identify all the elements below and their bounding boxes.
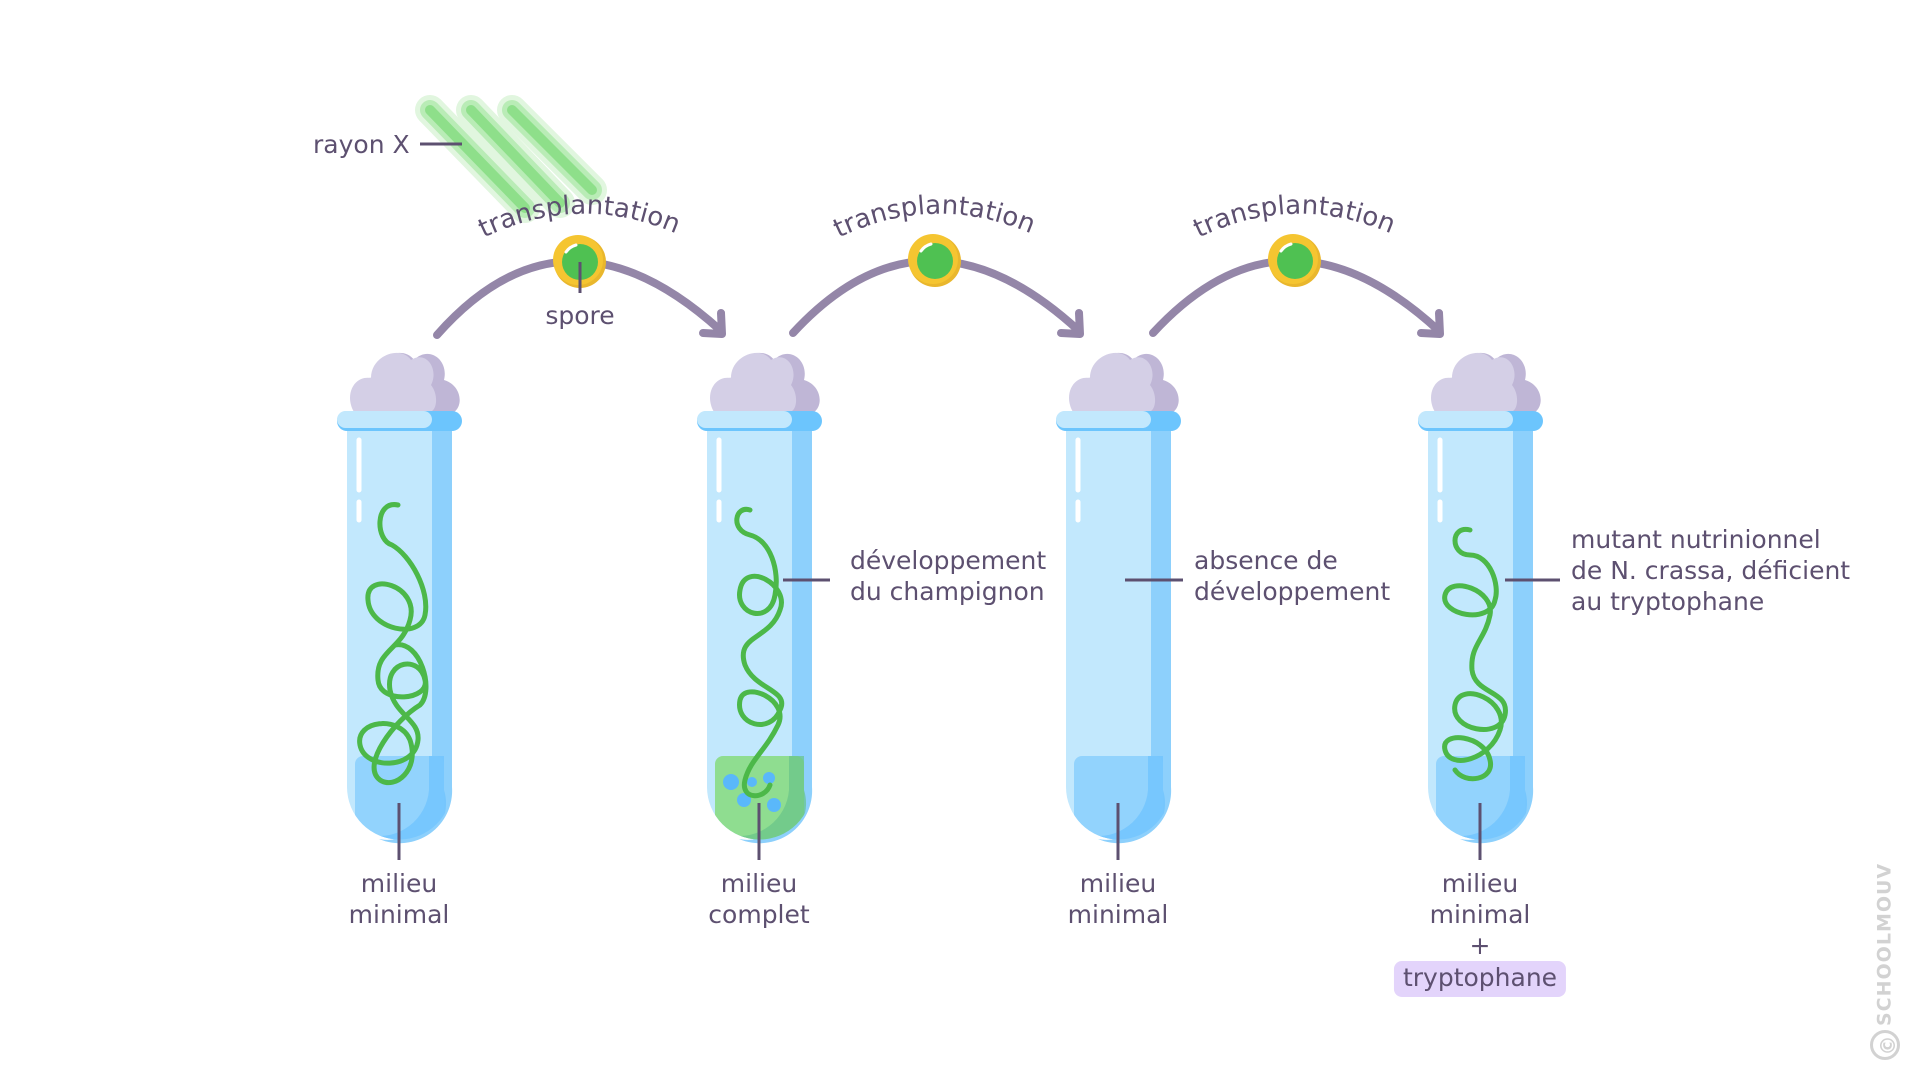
xray-beam <box>456 95 575 218</box>
cotton-plug-icon <box>1069 352 1179 412</box>
development-label-line: du champignon <box>850 577 1045 606</box>
medium-label-line: minimal <box>1067 900 1169 929</box>
tube-rim-highlight <box>337 411 432 428</box>
copyright-icon: © <box>1870 1030 1900 1060</box>
test-tubes <box>337 352 1543 844</box>
medium-label-tube-3: milieu minimal <box>1068 868 1169 930</box>
mutant-label-line: de N. crassa, déficient <box>1571 556 1851 585</box>
mutant-label-line: au tryptophane <box>1571 587 1765 616</box>
tryptophane-badge: tryptophane <box>1393 961 1567 997</box>
tube-shade <box>379 425 453 844</box>
fungus-filament <box>357 502 429 786</box>
nutrient-bubble <box>767 798 781 812</box>
medium-label-line: minimal <box>1429 900 1531 929</box>
xray-beams <box>415 95 607 223</box>
spore-icon <box>1268 234 1321 287</box>
absence-label: absence de développement <box>1194 545 1390 607</box>
medium-label-tube-2: milieu complet <box>708 868 809 930</box>
test-tube-1 <box>337 352 462 844</box>
medium-label-line: milieu <box>360 869 438 898</box>
absence-label-line: développement <box>1194 577 1391 606</box>
medium-label-line: milieu <box>720 869 798 898</box>
nutrient-bubble <box>737 793 751 807</box>
cotton-plug-icon <box>710 352 820 412</box>
absence-label-line: absence de <box>1194 546 1338 575</box>
xray-beam <box>415 95 540 223</box>
mutant-label-line: mutant nutrinionnel <box>1571 525 1821 554</box>
medium-label-line: complet <box>708 900 810 929</box>
test-tube-3 <box>1056 352 1181 844</box>
watermark-text: SCHOOLMOUV <box>1873 862 1896 1026</box>
development-label: développement du champignon <box>850 545 1046 607</box>
nutrient-bubble <box>763 772 775 784</box>
nutrient-bubble <box>747 777 757 787</box>
cotton-plug-icon <box>1431 352 1541 412</box>
tube-shade <box>739 425 813 844</box>
mutant-label: mutant nutrinionnel de N. crassa, défici… <box>1571 524 1850 617</box>
xray-beam <box>497 95 607 205</box>
tube-rim-highlight <box>1056 411 1151 428</box>
plus-sign: + <box>1469 931 1491 960</box>
nutrient-bubble <box>723 774 739 790</box>
tube-rim-highlight <box>1418 411 1513 428</box>
fungus-filament <box>734 506 785 799</box>
medium-label-line: milieu <box>1079 869 1157 898</box>
medium-label-line: minimal <box>348 900 450 929</box>
development-label-line: développement <box>850 546 1047 575</box>
schoolmouv-watermark: © SCHOOLMOUV <box>1870 863 1900 1060</box>
medium-label-tube-4: milieu minimal + tryptophane <box>1393 868 1567 997</box>
tube-rim-highlight <box>697 411 792 428</box>
fungus-filament <box>1442 527 1508 782</box>
tube-glass <box>1066 425 1171 840</box>
test-tube-2 <box>697 352 822 844</box>
spore-label: spore <box>545 301 615 330</box>
medium-label-line: milieu <box>1441 869 1519 898</box>
tube-shade <box>1460 425 1534 844</box>
medium-label-tube-1: milieu minimal <box>349 868 450 930</box>
tube-shade <box>1098 425 1172 844</box>
xray-label: rayon X <box>313 130 410 159</box>
tube-glass <box>347 425 452 840</box>
spore-icon <box>908 234 961 287</box>
test-tube-4 <box>1418 352 1543 844</box>
cotton-plug-icon <box>350 352 460 412</box>
